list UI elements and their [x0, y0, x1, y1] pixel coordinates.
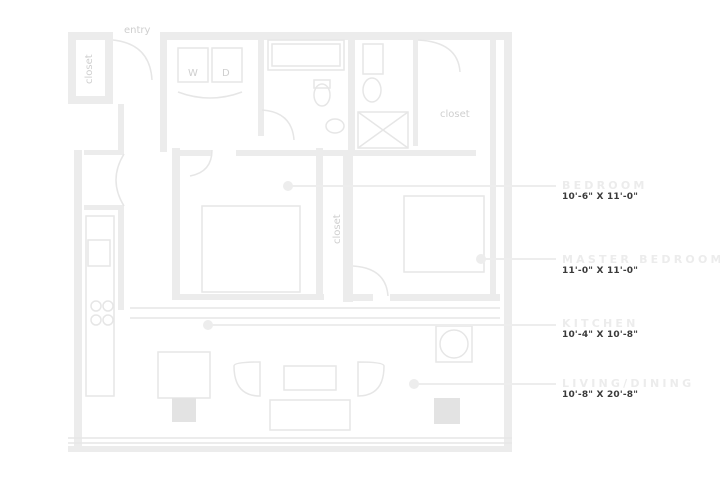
room-label-master-bedroom: MASTER BEDROOM 11'-0" X 11'-0" [562, 254, 720, 277]
leader-dot-bedroom [283, 181, 293, 191]
room-dimensions: 11'-0" X 11'-0" [562, 266, 639, 276]
room-label-bedroom: BEDROOM 10'-6" X 11'-0" [562, 180, 648, 203]
room-name: BEDROOM [562, 179, 648, 192]
fixtures [68, 39, 512, 444]
dryer-label: D [222, 68, 230, 79]
room-dimensions: 10'-8" X 20'-8" [562, 390, 639, 400]
room-name: KITCHEN [562, 317, 639, 330]
closet-bath-label: closet [440, 109, 470, 120]
room-dimensions: 10'-6" X 11'-0" [562, 192, 639, 202]
room-label-living-dining: LIVING/DINING 10'-8" X 20'-8" [562, 378, 694, 401]
leader-dot-kitchen [203, 320, 213, 330]
room-label-kitchen: KITCHEN 10'-4" X 10'-8" [562, 318, 639, 341]
room-name: MASTER BEDROOM [562, 253, 720, 266]
closet-left-label: closet [84, 54, 95, 84]
room-dimensions: 10'-4" X 10'-8" [562, 330, 639, 340]
leader-dot-living [409, 379, 419, 389]
washer-label: W [188, 68, 198, 79]
leader-dot-master-bedroom [476, 254, 486, 264]
exterior-walls [68, 32, 512, 452]
columns [172, 398, 460, 424]
entry-label: entry [124, 25, 151, 36]
leaders [203, 181, 556, 389]
closet-mid-label: closet [332, 214, 343, 244]
interior-walls [84, 32, 500, 310]
room-name: LIVING/DINING [562, 377, 695, 390]
